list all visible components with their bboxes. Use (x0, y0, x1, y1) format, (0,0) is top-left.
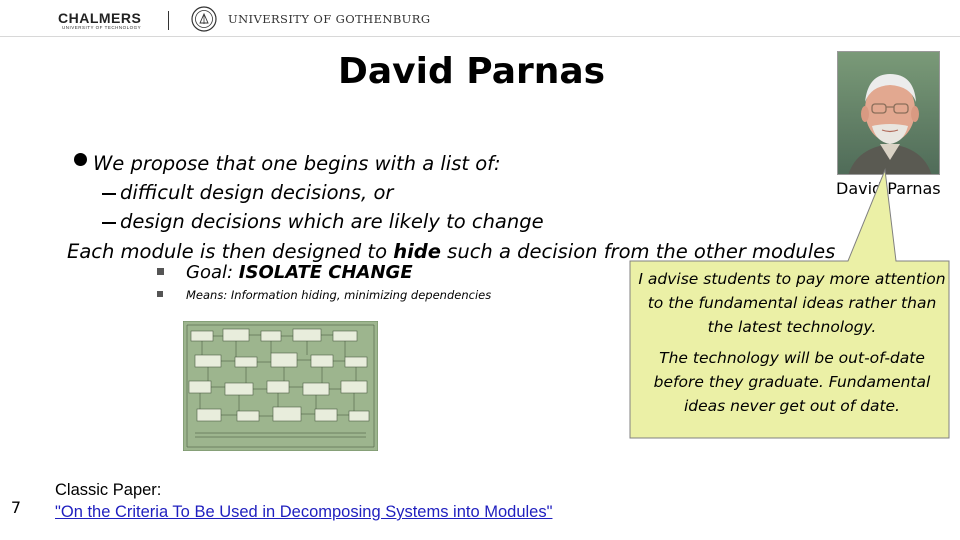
portrait-photo (837, 51, 940, 175)
page-number: 7 (10, 498, 22, 517)
quote-paragraph-1: I advise students to pay more attention … (638, 270, 946, 336)
slide-title: David Parnas (338, 51, 606, 92)
goal-bullet-marker (157, 268, 164, 275)
body-suffix: such a decision from the other modules (447, 240, 836, 263)
header-divider (0, 36, 960, 37)
means-bullet-marker (157, 291, 163, 297)
classic-paper-link[interactable]: "On the Criteria To Be Used in Decomposi… (55, 503, 553, 521)
sub-item-dash (102, 193, 116, 195)
logo-divider (168, 11, 169, 30)
photo-caption: David Parnas (836, 179, 941, 198)
chalmers-logo-subtitle: UNIVERSITY OF TECHNOLOGY (62, 25, 142, 30)
sub-item-dash (102, 222, 116, 224)
chalmers-logo: CHALMERS (58, 10, 142, 26)
university-seal-icon (191, 6, 217, 32)
quote-paragraph-2: The technology will be out-of-date befor… (653, 349, 931, 415)
goal-label: Goal: (186, 262, 234, 283)
body-text: Each module is then designed to hide suc… (67, 240, 835, 263)
bullet-main-text: We propose that one begins with a list o… (93, 152, 501, 175)
module-diagram-image (183, 321, 378, 451)
gothenburg-logo: UNIVERSITY OF GOTHENBURG (228, 12, 431, 26)
body-prefix: Each module is then designed to (67, 240, 387, 263)
body-emphasis: hide (393, 240, 441, 263)
classic-paper-label: Classic Paper: (55, 481, 162, 499)
goal-emphasis: ISOLATE CHANGE (238, 262, 413, 283)
sub-item-1: difficult design decisions, or (120, 181, 394, 204)
classic-paper: Classic Paper: "On the Criteria To Be Us… (55, 479, 552, 523)
goal-text: Goal: ISOLATE CHANGE (186, 262, 413, 283)
means-text: Means: Information hiding, minimizing de… (186, 288, 492, 302)
bullet-marker (74, 153, 87, 166)
sub-item-2: design decisions which are likely to cha… (120, 210, 544, 233)
